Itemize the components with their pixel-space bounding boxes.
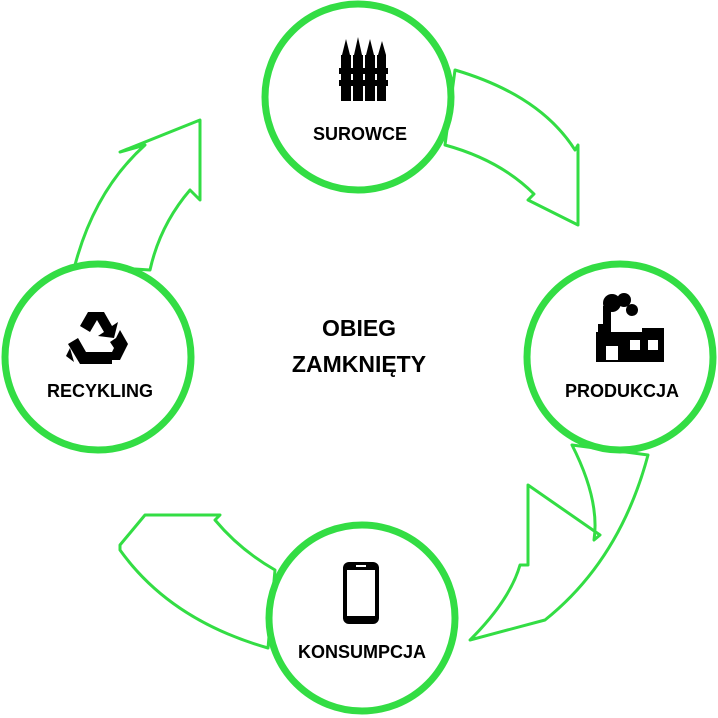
node-label-konsumpcja: KONSUMPCJA (298, 642, 426, 662)
node-label-surowce: SUROWCE (313, 124, 407, 144)
arrow-recykling-to-surowce (73, 118, 202, 272)
center-title: OBIEG ZAMKNIĘTY (292, 315, 426, 377)
recycle-icon (66, 312, 128, 364)
node-label-recykling: RECYKLING (47, 381, 153, 401)
node-produkcja: PRODUKCJA (523, 260, 717, 454)
node-label-produkcja: PRODUKCJA (565, 381, 679, 401)
factory-icon (596, 293, 664, 362)
node-surowce: SUROWCE (261, 0, 455, 194)
smartphone-icon (343, 562, 379, 624)
node-konsumpcja: KONSUMPCJA (265, 521, 459, 715)
arrow-produkcja-to-konsumpcja (468, 443, 650, 642)
node-recykling: RECYKLING (1, 260, 195, 454)
center-title-line-1: OBIEG (322, 315, 396, 341)
arrow-surowce-to-produkcja (443, 68, 580, 227)
asparagus-bundle-icon (339, 37, 388, 101)
arrow-konsumpcja-to-recykling (118, 513, 277, 650)
cycle-arrows (73, 68, 650, 650)
center-title-line-2: ZAMKNIĘTY (292, 351, 426, 377)
